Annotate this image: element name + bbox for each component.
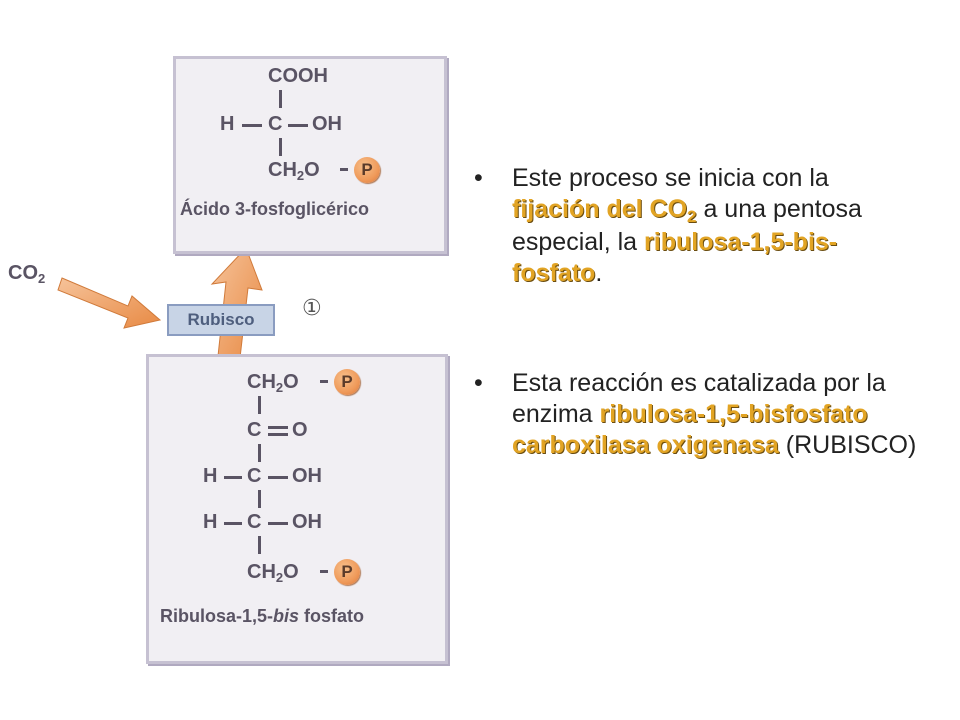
carbon-atom: C: [247, 511, 262, 533]
double-bond: [268, 433, 288, 436]
bond: [258, 444, 261, 462]
hydrogen-atom: H: [203, 465, 218, 487]
hydrogen-atom: H: [220, 113, 235, 135]
bond: [288, 124, 308, 127]
carbon-atom: C: [247, 465, 262, 487]
bond: [224, 476, 242, 479]
hydroxyl-group: OH: [292, 465, 322, 487]
hydroxyl-group: OH: [312, 113, 342, 135]
carbon-atom: C: [268, 113, 283, 135]
phosphate-icon: P: [354, 157, 380, 183]
bullet-fixation: • Este proceso se inicia con la fijación…: [474, 163, 934, 313]
substrate-name: Ribulosa-1,5-bis fosfato: [160, 606, 365, 626]
hydroxyl-group: OH: [292, 511, 322, 533]
bond: [224, 522, 242, 525]
substrate-panel: [146, 354, 448, 664]
bond: [258, 396, 261, 414]
carbon-atom: C: [247, 419, 262, 441]
reaction-arrow: [210, 247, 263, 359]
bond: [320, 380, 328, 383]
rubisco-enzyme-label: Rubisco: [167, 304, 275, 336]
hydrogen-atom: H: [203, 511, 218, 533]
bullet-catalysis: • Esta reacción es catalizada por la enz…: [474, 368, 934, 518]
bond: [279, 138, 282, 156]
bond: [320, 570, 328, 573]
double-bond: [268, 426, 288, 429]
oxygen-atom: O: [292, 419, 308, 441]
bond: [242, 124, 262, 127]
bond: [268, 522, 288, 525]
ch2o-group: CH2O: [247, 561, 299, 585]
phosphate-icon: P: [334, 559, 360, 585]
bond: [279, 90, 282, 108]
ch2o-group: CH2O: [247, 371, 299, 395]
co2-label: CO2: [8, 262, 46, 286]
bullet-body: Este proceso se inicia con la fijación d…: [512, 164, 862, 287]
cooh-group: COOH: [268, 65, 328, 87]
product-panel: [173, 56, 447, 254]
bond: [258, 490, 261, 508]
step-number-icon: ①: [302, 296, 322, 321]
co2-arrow: [57, 277, 162, 329]
bullet-body: Esta reacción es catalizada por la enzim…: [512, 369, 917, 459]
highlight-term: ribulosa-1,5-bisfosfato carboxilasa oxig…: [512, 400, 868, 459]
highlight-term: fijación del CO2: [512, 195, 697, 226]
bond: [268, 476, 288, 479]
highlight-term: ribulosa-1,5-bis-fosfato: [512, 228, 838, 287]
bond: [340, 168, 348, 171]
bullet-icon: •: [474, 164, 483, 192]
ch2o-group: CH2O: [268, 159, 320, 183]
bullet-icon: •: [474, 369, 483, 397]
product-name: Ácido 3-fosfoglicérico: [180, 199, 370, 219]
phosphate-icon: P: [334, 369, 360, 395]
bond: [258, 536, 261, 554]
